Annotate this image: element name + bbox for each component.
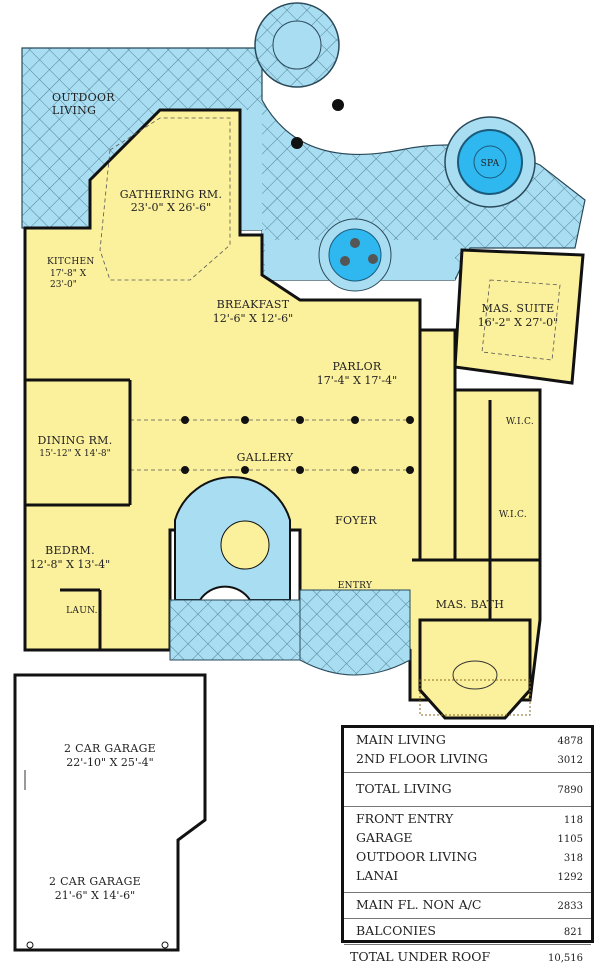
row-label: FRONT ENTRY xyxy=(356,811,454,826)
table-row: FRONT ENTRY 118 xyxy=(356,810,583,829)
table-row: OUTDOOR LIVING 318 xyxy=(356,848,583,867)
table-row: BALCONIES 821 xyxy=(356,922,583,941)
table-row: LANAI 1292 xyxy=(356,867,583,886)
fountain xyxy=(318,218,392,292)
row-label: MAIN LIVING xyxy=(356,732,446,747)
room-label-bedroom: BEDRM. xyxy=(45,544,95,557)
room-size-breakfast: 12'-6" X 12'-6" xyxy=(213,312,293,325)
room-label-outdoor-living-2: LIVING xyxy=(52,104,96,117)
room-label-spa: SPA xyxy=(481,159,500,169)
spa: SPA xyxy=(444,116,536,208)
area-summary-table: MAIN LIVING 4878 2ND FLOOR LIVING 3012 TOT… xyxy=(341,725,594,964)
room-size-kitchen-2: 23'-0" xyxy=(50,280,77,290)
row-value: 4878 xyxy=(557,736,583,747)
room-label-gallery: GALLERY xyxy=(237,451,294,464)
table-row: 2ND FLOOR LIVING 3012 xyxy=(356,750,583,769)
living-area xyxy=(23,108,585,720)
room-size-parlor: 17'-4" X 17'-4" xyxy=(317,374,397,387)
room-size-kitchen-1: 17'-8" X xyxy=(50,269,87,279)
row-label: TOTAL LIVING xyxy=(356,781,452,796)
room-labels: OUTDOOR LIVING GATHERING RM. 23'-0" X 26… xyxy=(30,91,558,902)
room-label-outdoor-living-1: OUTDOOR xyxy=(52,91,115,104)
row-label: LANAI xyxy=(356,868,399,883)
room-label-laundry: LAUN. xyxy=(66,606,98,616)
room-label-foyer: FOYER xyxy=(335,514,377,527)
room-size-mas-suite: 16'-2" X 27'-0" xyxy=(478,316,558,329)
row-label: 2ND FLOOR LIVING xyxy=(356,751,488,766)
room-label-mas-bath: MAS. BATH xyxy=(436,598,504,611)
room-label-garage-1: 2 CAR GARAGE xyxy=(64,742,156,755)
room-size-dining: 15'-12" X 14'-8" xyxy=(39,449,111,459)
row-label: BALCONIES xyxy=(356,923,436,938)
table-row: GARAGE 1105 xyxy=(356,829,583,848)
room-label-garage-2: 2 CAR GARAGE xyxy=(49,875,141,888)
row-value: 1105 xyxy=(557,834,583,845)
row-value: 821 xyxy=(563,927,583,938)
room-size-garage-1: 22'-10" X 25'-4" xyxy=(66,756,153,769)
table-row: TOTAL UNDER ROOF 10,516 xyxy=(350,948,583,967)
table-section-non-living: FRONT ENTRY 118 GARAGE 1105 OUTDOOR LIVING… xyxy=(344,807,591,893)
room-size-garage-2: 21'-6" X 14'-6" xyxy=(55,889,135,902)
room-size-gathering: 23'-0" X 26'-6" xyxy=(131,201,211,214)
room-size-bedroom: 12'-8" X 13'-4" xyxy=(30,558,110,571)
table-row: TOTAL LIVING 7890 xyxy=(356,780,583,799)
table-section-living: MAIN LIVING 4878 2ND FLOOR LIVING 3012 xyxy=(344,728,591,773)
row-value: 10,516 xyxy=(548,953,583,964)
room-label-kitchen: KITCHEN xyxy=(47,257,95,267)
row-value: 7890 xyxy=(557,785,583,796)
room-label-breakfast: BREAKFAST xyxy=(217,298,290,311)
row-label: TOTAL UNDER ROOF xyxy=(350,949,491,964)
row-label: OUTDOOR LIVING xyxy=(356,849,478,864)
room-label-wic-2: W.I.C. xyxy=(499,510,527,520)
room-label-gathering: GATHERING RM. xyxy=(120,188,223,201)
table-section-total-living: TOTAL LIVING 7890 xyxy=(344,773,591,807)
row-value: 3012 xyxy=(557,755,583,766)
row-value: 1292 xyxy=(557,872,583,883)
row-value: 2833 xyxy=(557,901,583,912)
room-label-dining: DINING RM. xyxy=(37,434,112,447)
row-label: GARAGE xyxy=(356,830,413,845)
room-label-mas-suite: MAS. SUITE xyxy=(482,302,555,315)
room-label-entry: ENTRY xyxy=(338,581,373,591)
row-value: 318 xyxy=(563,853,583,864)
table-section-balconies: BALCONIES 821 xyxy=(344,919,591,945)
table-section-total-under-roof: TOTAL UNDER ROOF 10,516 xyxy=(344,945,591,970)
garage xyxy=(13,673,207,952)
room-label-wic-1: W.I.C. xyxy=(506,417,534,427)
table-row: MAIN FL. NON A/C 2833 xyxy=(356,896,583,915)
table-section-non-ac: MAIN FL. NON A/C 2833 xyxy=(344,893,591,919)
master-suite-block xyxy=(453,248,585,385)
table-row: MAIN LIVING 4878 xyxy=(356,731,583,750)
room-label-parlor: PARLOR xyxy=(332,360,381,373)
row-value: 118 xyxy=(563,815,583,826)
row-label: MAIN FL. NON A/C xyxy=(356,897,482,912)
